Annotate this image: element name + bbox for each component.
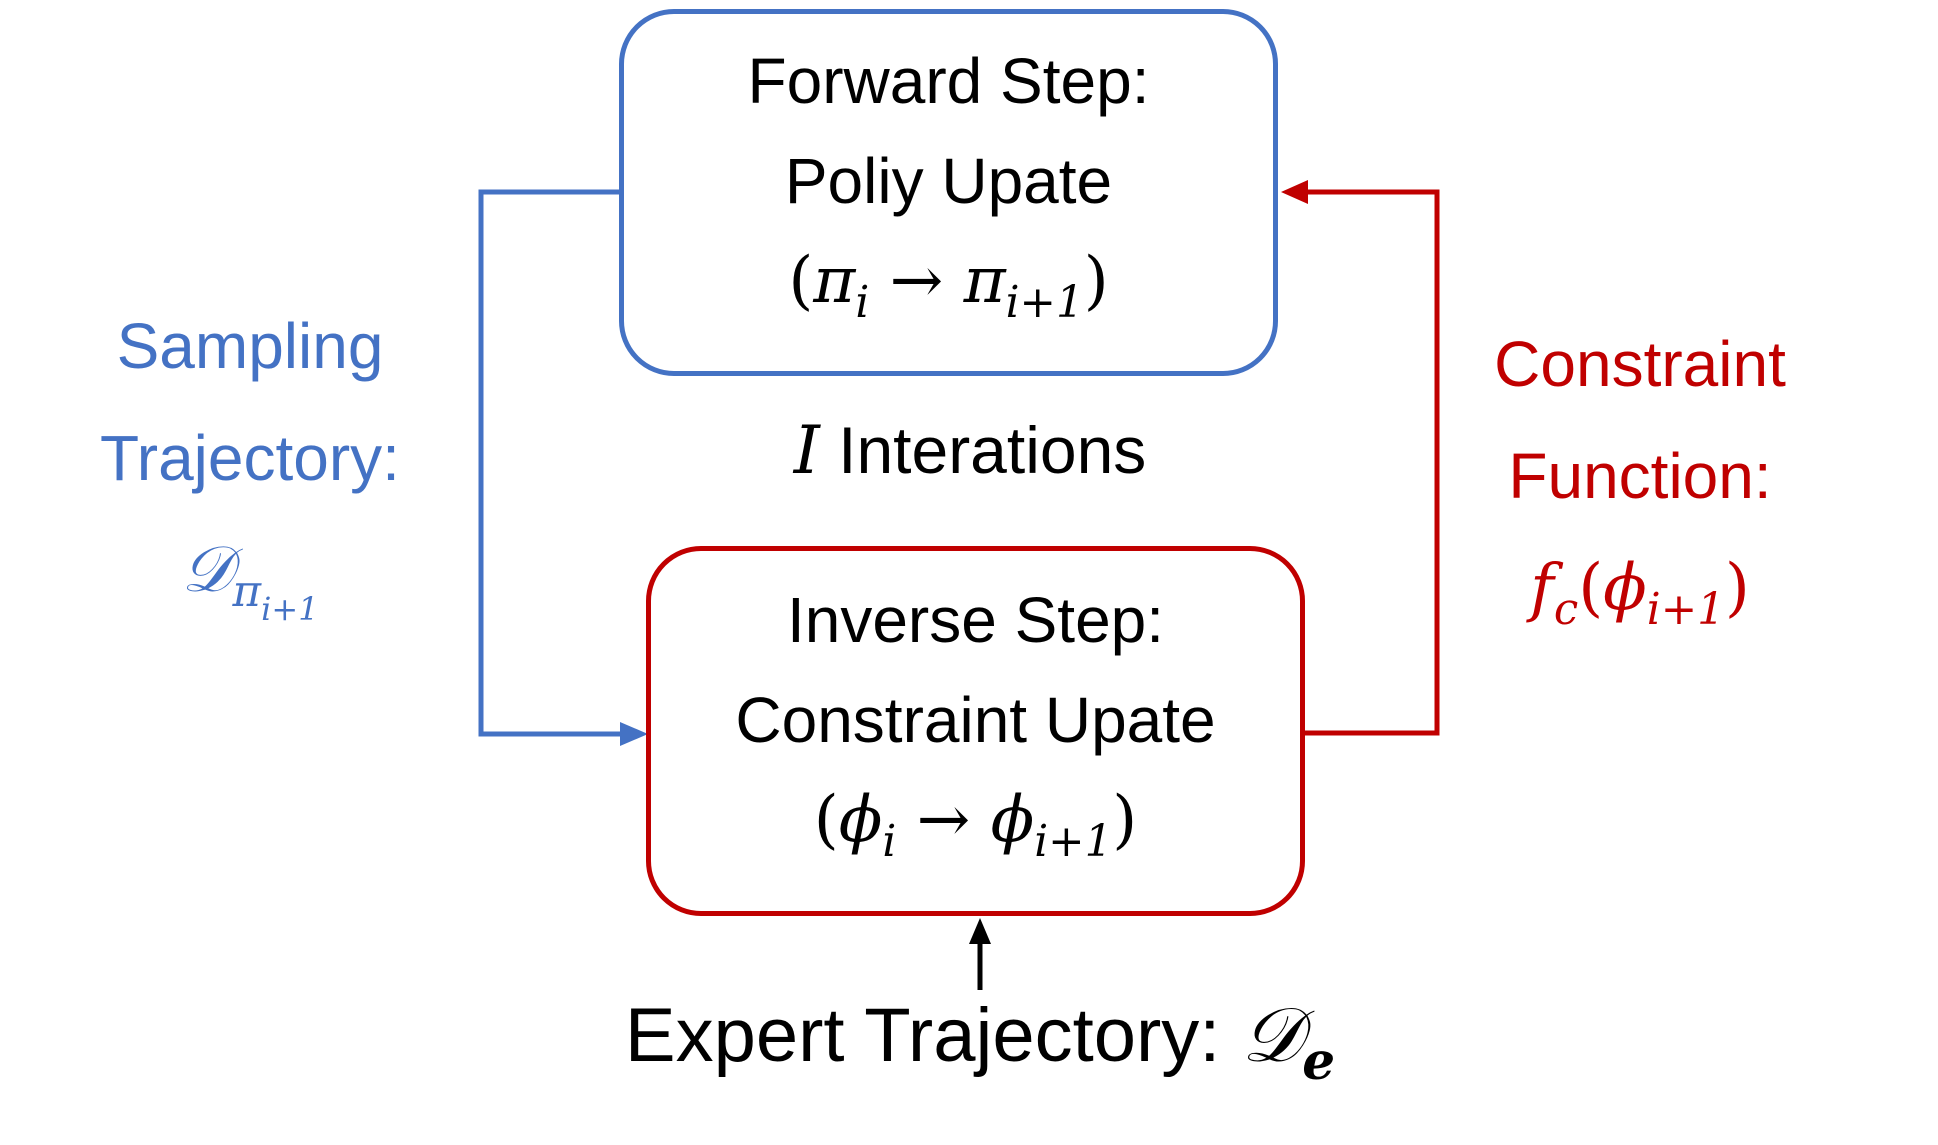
- constraint-function-label: Constraint Function: fc(ϕi+1): [1420, 308, 1860, 666]
- dataset-sub-symbol: π: [232, 567, 262, 618]
- inverse-step-subtitle: Constraint Upate: [735, 683, 1216, 756]
- formula-from-symbol: ϕ: [838, 782, 883, 857]
- forward-step-title: Forward Step:: [747, 45, 1150, 118]
- formula-to-symbol: ϕ: [990, 782, 1035, 857]
- expert-trajectory-text: Expert Trajectory:: [624, 993, 1242, 1078]
- constraint-label-formula: fc(ϕi+1): [1420, 532, 1860, 666]
- formula-open-paren: (: [813, 782, 839, 857]
- forward-step-box: Forward Step: Poliy Upate (πi → πi+1): [619, 9, 1278, 376]
- forward-step-subtitle: Poliy Upate: [784, 145, 1113, 218]
- dataset-sub-sub: i+1: [261, 589, 319, 628]
- formula-arrow: →: [889, 244, 944, 319]
- constraint-arrowhead: [1281, 180, 1308, 204]
- expert-dataset-symbol: 𝒟: [1241, 990, 1303, 1079]
- func-arg-sub: i+1: [1646, 585, 1725, 636]
- sampling-label-line2: Trajectory:: [100, 422, 400, 494]
- iterations-symbol: I: [793, 412, 820, 489]
- sampling-trajectory-label: Sampling Trajectory: 𝒟πi+1: [20, 290, 480, 665]
- sampling-connector: [478, 189, 628, 737]
- expert-arrowhead: [969, 918, 991, 944]
- func-arg-symbol: ϕ: [1603, 551, 1647, 625]
- func-open-paren: (: [1578, 551, 1604, 625]
- formula-from-symbol: π: [813, 244, 856, 319]
- func-sub: c: [1553, 585, 1579, 636]
- formula-to-symbol: π: [963, 244, 1006, 319]
- inverse-step-title: Inverse Step:: [786, 583, 1165, 656]
- iterations-text: Interations: [819, 413, 1147, 487]
- formula-from-sub: i: [882, 817, 897, 868]
- expert-trajectory-label: Expert Trajectory: 𝒟e: [480, 990, 1480, 1092]
- formula-to-sub: i+1: [1005, 278, 1084, 329]
- formula-close-paren: ): [1083, 244, 1109, 319]
- constraint-label-line2: Function:: [1508, 440, 1772, 512]
- formula-close-paren: ): [1112, 782, 1138, 857]
- iterations-label: I Interations: [620, 412, 1320, 489]
- formula-open-paren: (: [788, 244, 814, 319]
- dataset-symbol: 𝒟: [181, 533, 233, 607]
- forward-step-formula: (πi → πi+1): [788, 231, 1108, 353]
- constraint-label-line1: Constraint: [1494, 328, 1786, 400]
- formula-from-sub: i: [855, 278, 870, 329]
- inverse-step-formula: (ϕi → ϕi+1): [814, 770, 1138, 892]
- sampling-label-symbol: 𝒟πi+1: [20, 514, 480, 665]
- inverse-step-box: Inverse Step: Constraint Upate (ϕi → ϕi+…: [646, 546, 1305, 916]
- func-close-paren: ): [1724, 551, 1750, 625]
- constraint-connector: [1300, 189, 1440, 736]
- func-symbol: f: [1530, 551, 1554, 625]
- sampling-arrowhead: [620, 722, 648, 746]
- sampling-label-line1: Sampling: [116, 310, 384, 382]
- formula-arrow: →: [916, 782, 971, 857]
- formula-to-sub: i+1: [1034, 817, 1113, 868]
- expert-dataset-sub: e: [1302, 1031, 1336, 1093]
